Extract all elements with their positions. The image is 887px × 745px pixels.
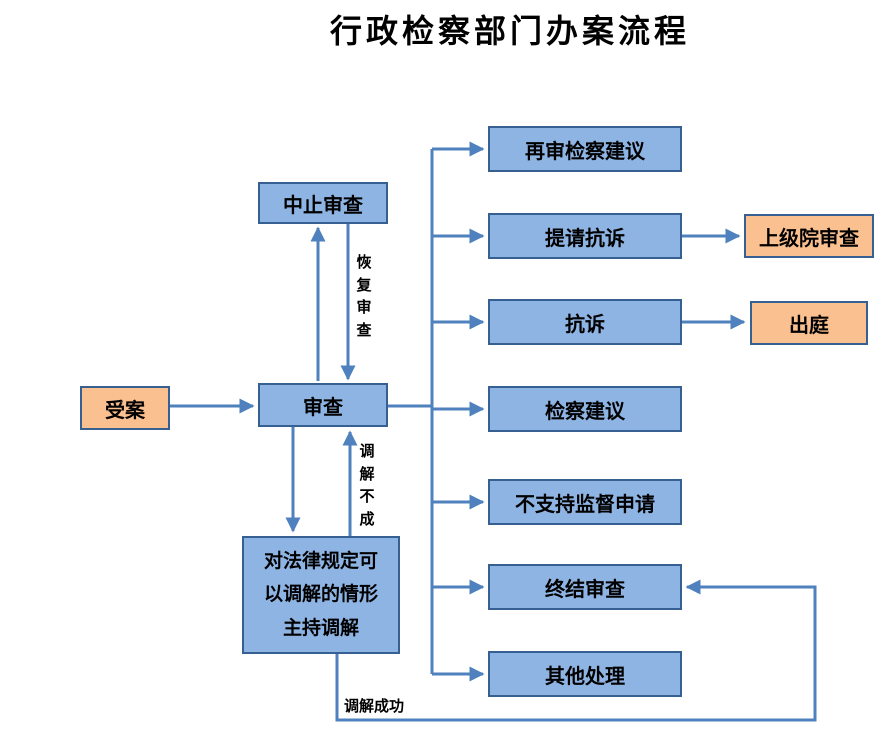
node-court-appearance: 出庭 [750,301,868,345]
node-protest: 抗诉 [488,299,682,345]
node-terminate-review: 终结审查 [488,564,682,610]
edge-label-resume-review: 恢复审查 [356,254,372,339]
node-request-protest: 提请抗诉 [488,213,682,259]
node-review: 审查 [258,383,388,427]
node-retrial-recommendation: 再审检察建议 [488,126,682,172]
node-prosecutorial-recommendation: 检察建议 [488,386,682,432]
node-suspend-review: 中止审查 [258,182,388,224]
edge-label-mediation-success: 调解成功 [344,698,405,715]
node-no-support-supervision: 不支持监督申请 [488,479,682,525]
node-accept-case: 受案 [80,386,170,430]
arrow-mediation-success-to-terminate [335,579,817,722]
edge-label-mediation-failed: 调解不成 [359,443,375,528]
node-mediation: 对法律规定可 以调解的情形 主持调解 [242,536,400,654]
node-other-handling: 其他处理 [488,651,682,697]
node-superior-review: 上级院审查 [744,214,874,258]
page-title: 行政检察部门办案流程 [330,13,691,49]
